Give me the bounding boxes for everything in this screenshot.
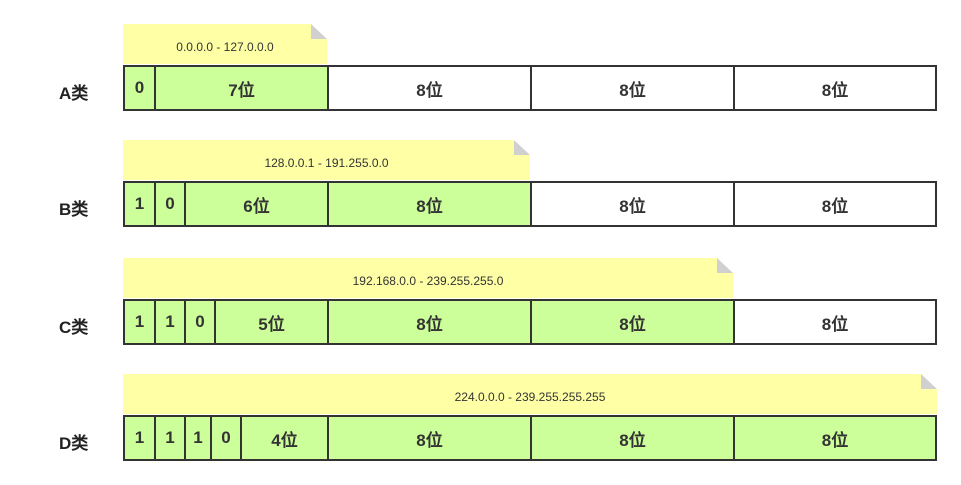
- class-d-label: D类: [59, 434, 89, 453]
- class-a-label: A类: [59, 84, 89, 103]
- class-b-range-note: 128.0.0.1 - 191.255.0.0: [123, 140, 530, 180]
- class-b-bit-2: 0: [156, 183, 186, 225]
- note-fold-corner: [921, 374, 937, 389]
- class-b-range: 128.0.0.1 - 191.255.0.0: [264, 156, 389, 170]
- class-d-address-bar: 1 1 1 0 4位 8位 8位 8位: [123, 415, 937, 461]
- class-a-octet-3: 8位: [532, 67, 735, 109]
- class-b-octet-2: 8位: [329, 183, 532, 225]
- note-fold-corner: [514, 140, 530, 155]
- class-c-row: 192.168.0.0 - 239.255.255.0 C类 1 1 0 5位 …: [0, 258, 961, 358]
- class-d-range: 224.0.0.0 - 239.255.255.255: [454, 390, 606, 404]
- class-c-bit-3: 0: [186, 301, 216, 343]
- class-c-octet-2: 8位: [329, 301, 532, 343]
- class-c-network-bits: 5位: [216, 301, 329, 343]
- class-b-bit-1: 1: [125, 183, 156, 225]
- class-d-row: 224.0.0.0 - 239.255.255.255 D类 1 1 1 0 4…: [0, 374, 961, 474]
- class-a-network-bits: 7位: [156, 67, 329, 109]
- class-c-bit-2: 1: [156, 301, 186, 343]
- class-b-network-bits: 6位: [186, 183, 329, 225]
- class-a-bit-1: 0: [125, 67, 156, 109]
- class-d-network-bits: 4位: [242, 417, 329, 459]
- class-a-range: 0.0.0.0 - 127.0.0.0: [176, 40, 274, 54]
- class-a-octet-4: 8位: [821, 80, 849, 100]
- class-d-bit-4: 0: [212, 417, 242, 459]
- note-fold-corner: [717, 258, 733, 273]
- class-a-octet-2: 8位: [329, 67, 532, 109]
- class-d-octet-2: 8位: [329, 417, 532, 459]
- class-b-row: 128.0.0.1 - 191.255.0.0 B类 1 0 6位 8位 8位 …: [0, 140, 961, 240]
- class-b-octet-3: 8位: [532, 183, 735, 225]
- class-a-row: 0.0.0.0 - 127.0.0.0 A类 0 7位 8位 8位 8位: [0, 24, 961, 124]
- class-d-octet-4: 8位: [735, 417, 935, 459]
- class-d-range-note: 224.0.0.0 - 239.255.255.255: [123, 374, 937, 414]
- class-c-range: 192.168.0.0 - 239.255.255.0: [352, 274, 504, 288]
- class-b-address-bar: 1 0 6位 8位 8位 8位: [123, 181, 937, 227]
- class-c-address-bar: 1 1 0 5位 8位 8位 8位: [123, 299, 937, 345]
- class-b-label: B类: [59, 200, 89, 219]
- class-c-octet-4: 8位: [821, 314, 849, 334]
- class-c-bit-1: 1: [125, 301, 156, 343]
- class-d-bit-2: 1: [156, 417, 186, 459]
- class-b-octet-4: 8位: [821, 196, 849, 216]
- class-c-octet-3: 8位: [532, 301, 735, 343]
- class-a-range-note: 0.0.0.0 - 127.0.0.0: [123, 24, 327, 64]
- class-d-bit-3: 1: [186, 417, 212, 459]
- note-fold-corner: [311, 24, 327, 39]
- class-d-bit-1: 1: [125, 417, 156, 459]
- class-c-range-note: 192.168.0.0 - 239.255.255.0: [123, 258, 733, 298]
- class-d-octet-3: 8位: [532, 417, 735, 459]
- class-c-label: C类: [59, 318, 89, 337]
- class-a-address-bar: 0 7位 8位 8位 8位: [123, 65, 937, 111]
